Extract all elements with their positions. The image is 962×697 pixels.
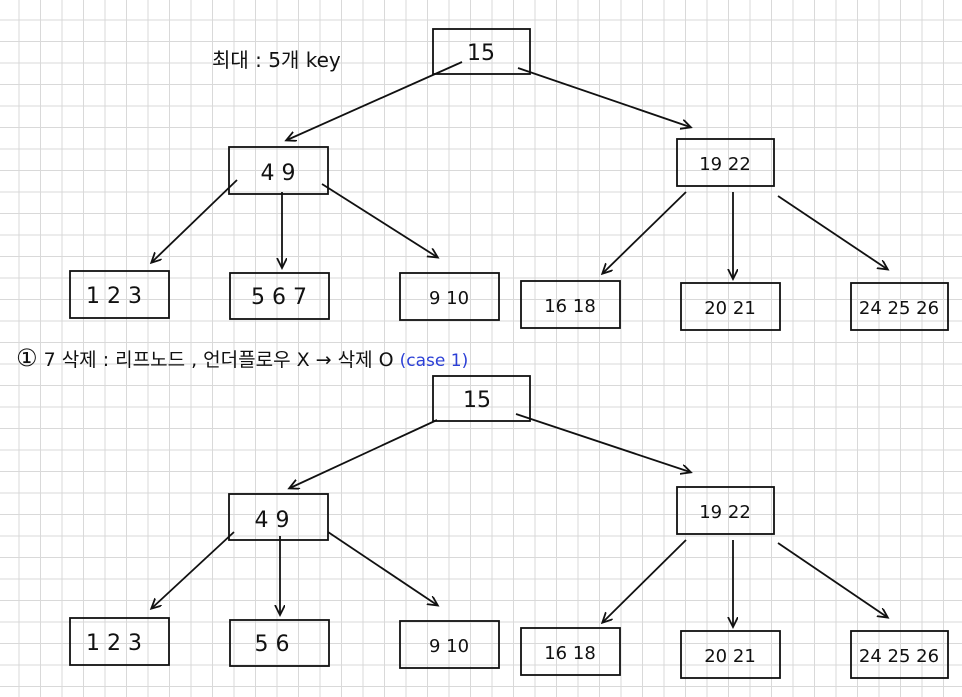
node-label: 1 2 3 [86, 284, 142, 309]
leaf-5: 20 21 [680, 282, 781, 331]
leaf-4: 16 18 [520, 627, 621, 676]
edge-right-leaf4 [603, 539, 687, 622]
node-label: 24 25 26 [859, 298, 939, 319]
step-number: ① [16, 344, 38, 372]
edge-left-leaf1 [152, 179, 238, 262]
step-note: ① 7 삭제 : 리프노드 , 언더플로우 X → 삭제 O (case 1) [16, 344, 468, 372]
node-label: 20 21 [704, 298, 756, 319]
edge-root-right [517, 67, 690, 127]
node-root: 15 [432, 375, 531, 422]
leaf-5: 20 21 [680, 630, 781, 679]
leaf-3: 9 10 [399, 620, 500, 669]
edge-left-leaf1 [152, 531, 235, 608]
node-internal-left: 4 9 [228, 493, 329, 541]
leaf-3: 9 10 [399, 272, 500, 321]
node-label: 16 18 [544, 296, 596, 317]
leaf-6: 24 25 26 [850, 282, 949, 331]
edge-right-leaf4 [603, 191, 687, 273]
node-label: 9 10 [429, 636, 469, 657]
node-label: 19 22 [699, 154, 751, 175]
node-label: 16 18 [544, 643, 596, 664]
leaf-1: 1 2 3 [69, 617, 170, 666]
node-label: 4 9 [261, 161, 296, 186]
leaf-6: 24 25 26 [850, 630, 949, 679]
node-root: 15 [432, 28, 531, 75]
edge-right-leaf6 [777, 542, 887, 617]
edge-left-leaf3 [327, 531, 437, 605]
node-label: 15 [463, 388, 491, 413]
node-label: 19 22 [699, 502, 751, 523]
node-internal-left: 4 9 [228, 146, 329, 195]
leaf-1: 1 2 3 [69, 270, 170, 319]
node-label: 1 2 3 [86, 631, 142, 656]
node-internal-right: 19 22 [676, 486, 775, 535]
node-label: 5 6 [255, 632, 290, 657]
node-internal-right: 19 22 [676, 138, 775, 187]
node-label: 15 [467, 41, 495, 66]
edge-root-left [290, 419, 438, 488]
edge-left-leaf3 [321, 183, 437, 257]
step-description: 7 삭제 : 리프노드 , 언더플로우 X → 삭제 O [43, 349, 394, 371]
max-keys-note: 최대 : 5개 key [212, 48, 341, 72]
edge-root-right [515, 413, 690, 472]
node-label: 4 9 [255, 508, 290, 533]
tree-before: 15 4 9 19 22 1 2 3 5 6 7 9 10 16 18 20 [69, 28, 949, 331]
case-label: (case 1) [399, 351, 469, 371]
leaf-2: 5 6 7 [229, 272, 330, 320]
node-label: 24 25 26 [859, 646, 939, 667]
node-label: 20 21 [704, 646, 756, 667]
edge-right-leaf6 [777, 195, 887, 269]
node-label: 9 10 [429, 288, 469, 309]
leaf-4: 16 18 [520, 280, 621, 329]
tree-after: 15 4 9 19 22 1 2 3 5 6 9 10 16 18 20 21 [69, 375, 949, 679]
node-label: 5 6 7 [251, 285, 307, 310]
edge-root-left [287, 61, 463, 140]
leaf-2: 5 6 [229, 619, 330, 667]
